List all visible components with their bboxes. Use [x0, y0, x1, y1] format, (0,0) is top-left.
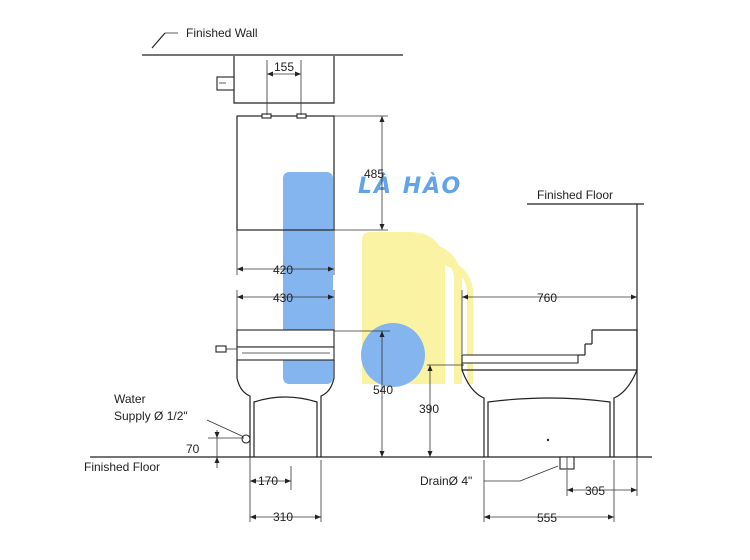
dimension-485-value: 485 — [364, 167, 384, 181]
dimension-155: 155 — [266, 60, 302, 115]
watermark-text: LÀ HÀO — [358, 173, 462, 199]
finished-floor-right-label: Finished Floor — [537, 188, 613, 202]
dimension-420-value: 420 — [273, 263, 293, 277]
dimension-170-value: 170 — [258, 474, 278, 488]
dimension-170: 170 — [249, 457, 292, 495]
dimension-540: 540 — [334, 330, 393, 457]
finished-floor-left-label: Finished Floor — [84, 460, 160, 474]
dimension-420: 420 — [236, 230, 335, 277]
dimension-390-value: 390 — [419, 402, 439, 416]
finished-floor-line: Finished Floor — [84, 456, 652, 474]
dimension-70-value: 70 — [186, 442, 200, 456]
dimension-760: 760 — [461, 290, 637, 354]
tank-side-view — [216, 56, 335, 231]
water-supply-label-line1: Water — [114, 392, 146, 406]
dimension-310-value: 310 — [273, 510, 293, 524]
dimension-305: 305 — [566, 457, 638, 498]
finished-wall-label: Finished Wall — [186, 26, 258, 40]
finished-wall: Finished Wall — [142, 26, 403, 56]
dimension-540-value: 540 — [373, 383, 393, 397]
dimension-555: 555 — [483, 460, 615, 525]
dimension-760-value: 760 — [537, 291, 557, 305]
drain: DrainØ 4" — [420, 465, 559, 488]
dimension-310: 310 — [249, 460, 322, 524]
dimension-390: 390 — [419, 364, 464, 457]
dimension-70: 70 — [186, 430, 244, 468]
bowl-front-view — [215, 329, 335, 457]
dimension-555-value: 555 — [537, 511, 557, 525]
toilet-side-view: Finished Floor — [461, 188, 644, 470]
water-supply-label-line2: Supply Ø 1/2" — [114, 409, 188, 423]
dimension-430-value: 430 — [273, 291, 293, 305]
dimension-430: 430 — [236, 290, 335, 330]
drain-label: DrainØ 4" — [420, 474, 472, 488]
dimension-305-value: 305 — [585, 484, 605, 498]
water-supply: Water Supply Ø 1/2" — [114, 392, 251, 444]
dimension-485: 485 — [334, 115, 388, 231]
dimension-155-value: 155 — [274, 60, 294, 74]
